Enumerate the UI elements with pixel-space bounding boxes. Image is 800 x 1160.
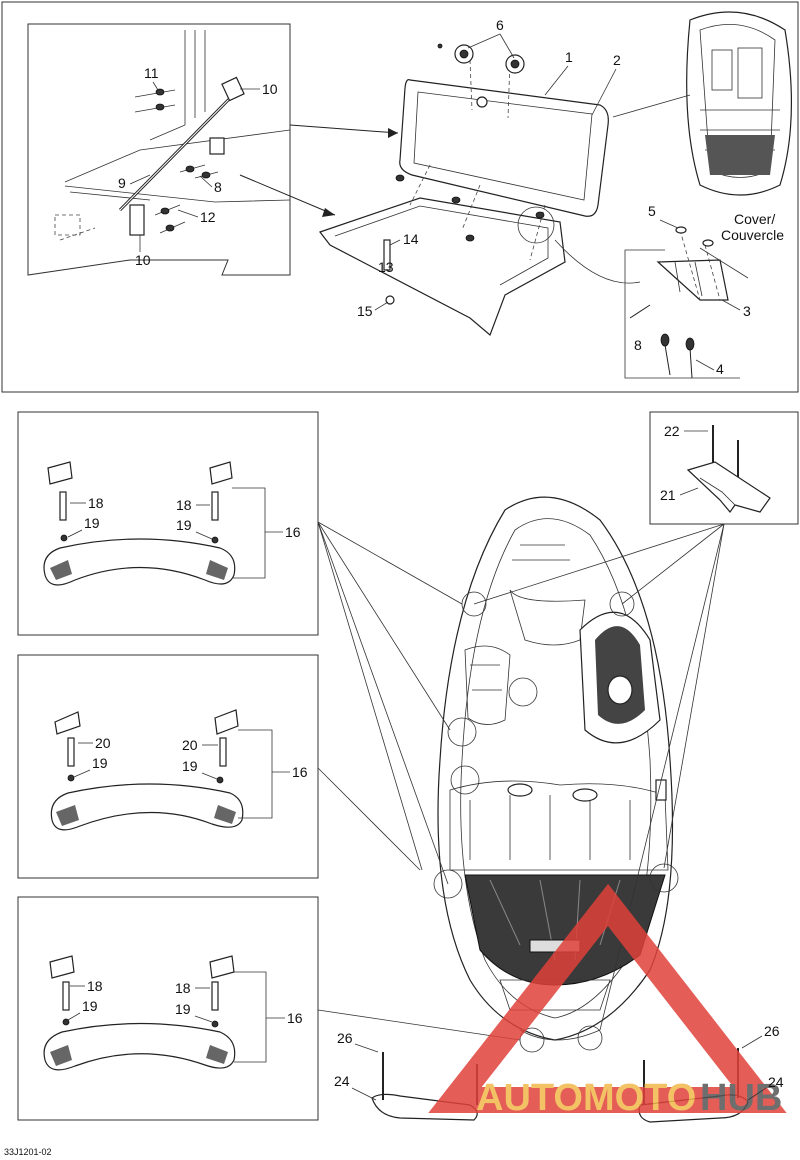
callout-3: 3 bbox=[743, 303, 751, 319]
callout-6: 6 bbox=[496, 17, 504, 33]
callout-20-p2-left: 20 bbox=[95, 735, 111, 751]
callout-26-right: 26 bbox=[764, 1023, 780, 1039]
callout-26-left: 26 bbox=[337, 1030, 353, 1046]
callout-15: 15 bbox=[357, 303, 373, 319]
watermark-logo: AUTOMOTO HUB bbox=[428, 883, 787, 1119]
watermark-text-2: HUB bbox=[700, 1077, 782, 1119]
callout-19-p3-left: 19 bbox=[82, 998, 98, 1014]
callout-12: 12 bbox=[200, 209, 216, 225]
handle-assembly-2 bbox=[50, 709, 273, 831]
callout-19-p2-right: 19 bbox=[182, 758, 198, 774]
callout-24-left: 24 bbox=[334, 1073, 350, 1089]
watercraft-top-view-small bbox=[612, 11, 792, 196]
callout-4: 4 bbox=[716, 361, 724, 377]
panel-handle-1 bbox=[17, 411, 319, 636]
callout-10-bottom: 10 bbox=[135, 252, 151, 268]
callout-19-p2-left: 19 bbox=[92, 755, 108, 771]
callout-14: 14 bbox=[403, 231, 419, 247]
callout-18-p1-left: 18 bbox=[88, 495, 104, 511]
callout-5: 5 bbox=[648, 203, 656, 219]
callout-19-p3-right: 19 bbox=[175, 1001, 191, 1017]
callout-19-p1-left: 19 bbox=[84, 515, 100, 531]
leader-lines bbox=[317, 521, 725, 1041]
callout-8-right: 8 bbox=[634, 337, 642, 353]
callout-18-p3-left: 18 bbox=[87, 978, 103, 994]
callout-18-p1-right: 18 bbox=[176, 497, 192, 513]
callout-10-top: 10 bbox=[262, 81, 278, 97]
panel-handle-2 bbox=[17, 654, 319, 879]
callout-18-p3-right: 18 bbox=[175, 980, 191, 996]
watermark-text-1: AUTOMOTO bbox=[476, 1077, 696, 1119]
hatch-cover bbox=[399, 43, 609, 217]
storage-bin bbox=[319, 164, 566, 337]
callout-20-p2-right: 20 bbox=[182, 737, 198, 753]
hinge-detail bbox=[554, 226, 749, 379]
callout-24-right: 24 bbox=[768, 1074, 784, 1090]
callout-8-left: 8 bbox=[214, 179, 222, 195]
callout-19-p1-right: 19 bbox=[176, 517, 192, 533]
callout-13: 13 bbox=[378, 259, 394, 275]
top-section-frame bbox=[1, 1, 799, 393]
panel-handle-3 bbox=[17, 896, 319, 1121]
callout-16-p3: 16 bbox=[287, 1010, 303, 1026]
cover-label-line1: Cover/ bbox=[734, 211, 775, 227]
callout-9: 9 bbox=[118, 175, 126, 191]
callout-labels: 6 1 2 11 10 9 8 12 10 14 13 15 5 Cover/ … bbox=[4, 17, 784, 1157]
diagram-code: 33J1201-02 bbox=[4, 1147, 52, 1157]
handle-assembly-1 bbox=[43, 461, 266, 586]
handle-assembly-3 bbox=[43, 955, 267, 1071]
callout-16-p2: 16 bbox=[292, 764, 308, 780]
callout-22: 22 bbox=[664, 423, 680, 439]
cover-label-line2: Couvercle bbox=[721, 227, 784, 243]
callout-1: 1 bbox=[565, 49, 573, 65]
callout-2: 2 bbox=[613, 52, 621, 68]
hatch-support-inset bbox=[27, 23, 291, 276]
callout-16-p1: 16 bbox=[285, 524, 301, 540]
tie-down-bracket bbox=[686, 425, 771, 513]
callout-21: 21 bbox=[660, 487, 676, 503]
callout-11: 11 bbox=[144, 65, 159, 81]
